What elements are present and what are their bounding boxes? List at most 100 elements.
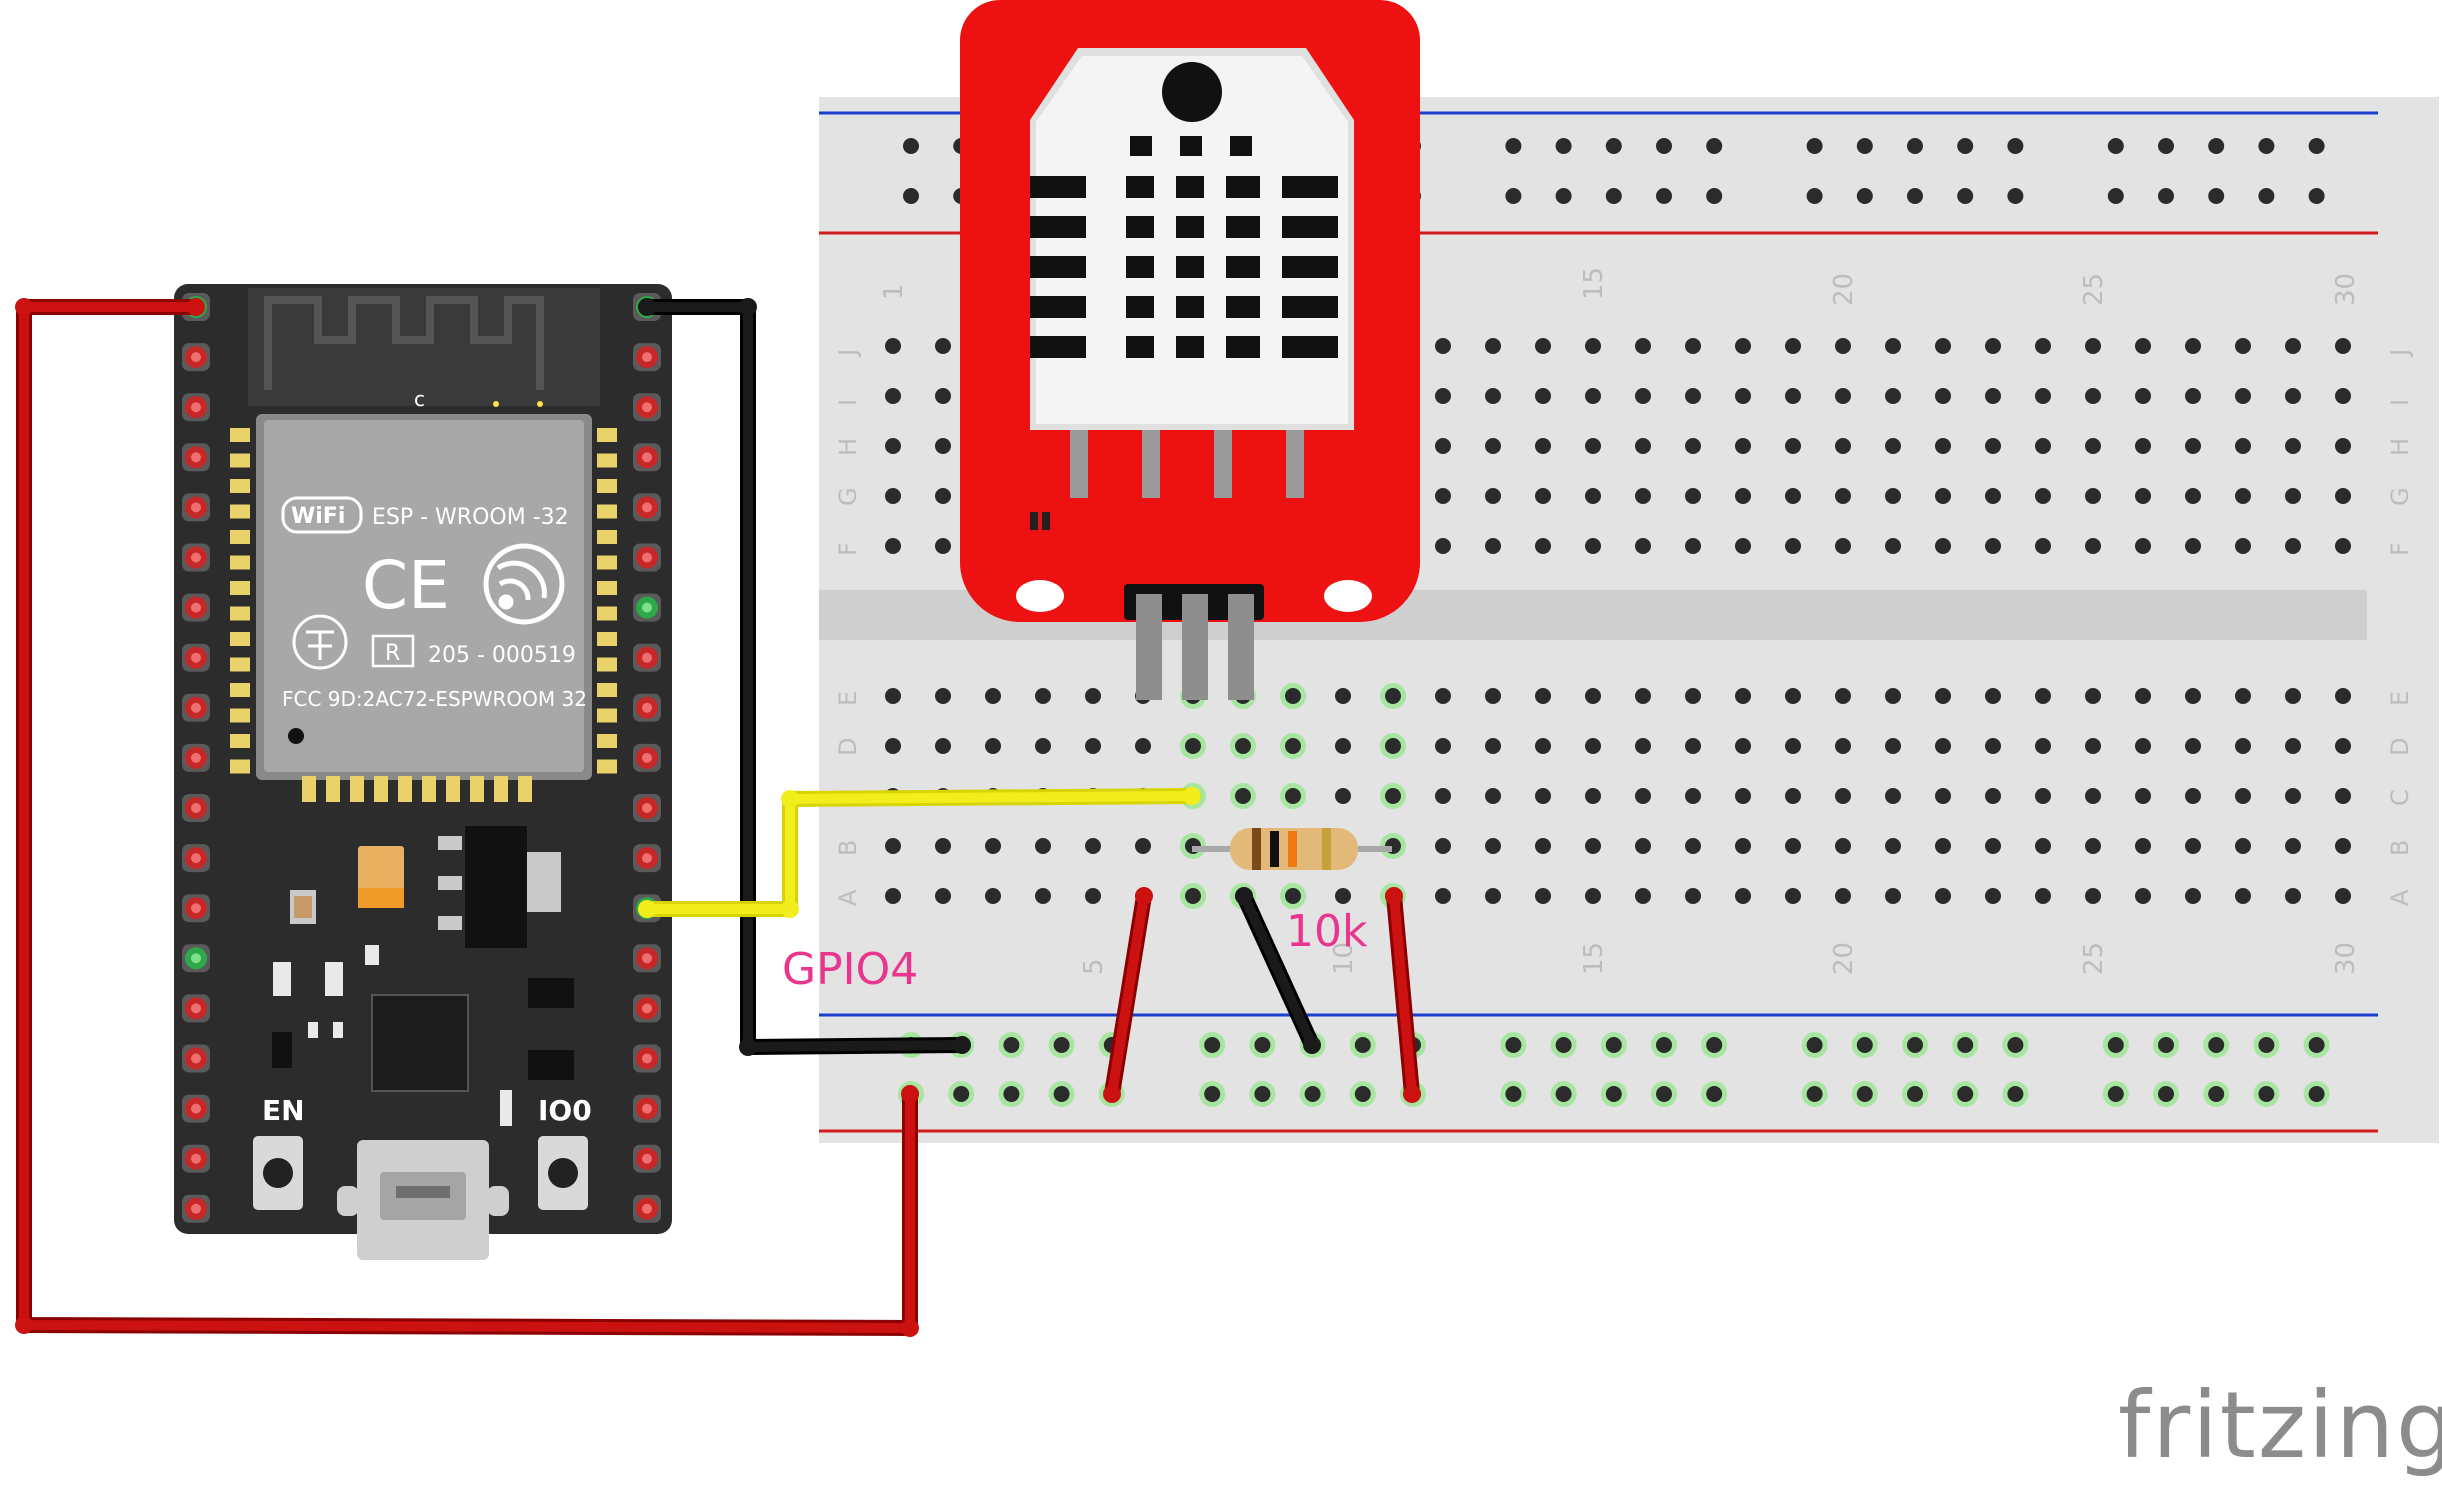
- module-name: ESP - WROOM -32: [372, 505, 569, 530]
- wire-endpoint: [15, 298, 33, 316]
- breadboard-hole: [1806, 188, 1823, 204]
- breadboard-hole: [1985, 838, 2001, 854]
- breadboard-hole: [2185, 488, 2201, 504]
- breadboard-hole: [2335, 738, 2351, 754]
- header-pin-hole: [191, 502, 201, 513]
- header-pin-hole: [191, 853, 201, 864]
- breadboard-hole: [2308, 1086, 2325, 1102]
- breadboard-hole: [2235, 838, 2251, 854]
- breadboard-hole: [1935, 338, 1951, 354]
- breadboard-hole: [1835, 838, 1851, 854]
- header-pin-hole: [642, 552, 652, 563]
- row-letter: D: [2386, 738, 2414, 756]
- breadboard-hole: [1935, 438, 1951, 454]
- breadboard-hole: [1235, 788, 1251, 804]
- castellation-pad: [518, 776, 532, 802]
- breadboard-hole: [1335, 788, 1351, 804]
- wire-sensor-vcc: [1107, 891, 1149, 1099]
- header-pin-hole: [642, 402, 652, 413]
- vent-slot: [1126, 176, 1154, 198]
- breadboard-hole: [885, 438, 901, 454]
- esp32-devkit: c WiFi ESP - WROOM -32 CE R 205 - 000519…: [174, 284, 672, 1260]
- breadboard-hole: [2158, 188, 2174, 204]
- fritzing-watermark: fritzing: [2118, 1372, 2442, 1479]
- breadboard-hole: [985, 838, 1001, 854]
- breadboard-hole: [1204, 1086, 1221, 1102]
- breadboard-hole: [1685, 838, 1701, 854]
- header-pin-hole: [191, 452, 201, 463]
- wire-data-gpio4: [642, 791, 1197, 914]
- breadboard-hole: [1885, 738, 1901, 754]
- breadboard-hole: [1935, 488, 1951, 504]
- column-number: 20: [1829, 942, 1859, 975]
- header-pin-hole: [191, 1153, 201, 1164]
- breadboard-hole: [1907, 188, 1923, 204]
- header-pin-hole: [191, 1203, 201, 1214]
- vent-slot: [1030, 256, 1086, 278]
- breadboard-hole: [1085, 888, 1101, 904]
- wifi-logo-text: WiFi: [291, 504, 345, 529]
- smd-pad: [438, 836, 462, 850]
- breadboard-hole: [1235, 738, 1251, 754]
- breadboard-hole: [1785, 438, 1801, 454]
- smd-cap: [273, 962, 291, 996]
- breadboard-hole: [1785, 488, 1801, 504]
- resistor-10k: [1192, 828, 1392, 870]
- breadboard-hole: [1204, 1037, 1221, 1053]
- io0-button-cap[interactable]: [548, 1158, 578, 1188]
- breadboard-hole: [1935, 688, 1951, 704]
- header-pin-hole: [191, 702, 201, 713]
- breadboard-hole: [1985, 538, 2001, 554]
- vent-slot: [1176, 336, 1204, 358]
- breadboard-hole: [2235, 538, 2251, 554]
- breadboard-hole: [1735, 788, 1751, 804]
- breadboard-hole: [1985, 438, 2001, 454]
- breadboard-hole: [1885, 338, 1901, 354]
- vent-slot: [1282, 216, 1338, 238]
- antenna-mark: c: [414, 387, 425, 411]
- tantalum-cap-band: [358, 888, 404, 908]
- breadboard-hole: [1835, 438, 1851, 454]
- sensor-leg: [1214, 430, 1232, 498]
- tantalum-cap: [358, 846, 404, 890]
- breadboard-hole: [1957, 1037, 1974, 1053]
- breadboard-hole: [2007, 1037, 2024, 1053]
- sensor-leg: [1286, 430, 1304, 498]
- row-letter: G: [834, 487, 862, 506]
- breadboard-hole: [2135, 338, 2151, 354]
- breadboard-hole: [1435, 488, 1451, 504]
- castellation-pad: [597, 734, 617, 748]
- breadboard-hole: [2035, 338, 2051, 354]
- breadboard-hole: [1856, 1037, 1873, 1053]
- wire-ground: [642, 302, 967, 1052]
- wire-endpoint: [901, 1319, 919, 1337]
- breadboard-hole: [2107, 1037, 2124, 1053]
- breadboard-hole: [2158, 1086, 2174, 1102]
- breadboard-hole: [885, 488, 901, 504]
- wire-endpoint: [15, 1316, 33, 1334]
- breadboard-hole: [1085, 838, 1101, 854]
- breadboard-hole: [2035, 488, 2051, 504]
- sensor-pin-gnd: [1228, 594, 1254, 700]
- breadboard-hole: [2085, 738, 2101, 754]
- breadboard-hole: [2335, 838, 2351, 854]
- breadboard-hole: [1685, 538, 1701, 554]
- wifi-logo-badge: [281, 496, 363, 534]
- breadboard-hole: [2335, 688, 2351, 704]
- breadboard-hole: [1354, 1037, 1371, 1053]
- vent-slot: [1176, 176, 1204, 198]
- breadboard-hole: [1985, 738, 2001, 754]
- breadboard-hole: [2258, 188, 2275, 204]
- row-letter: I: [834, 399, 862, 406]
- en-button-cap[interactable]: [263, 1158, 293, 1188]
- sensor-leg: [1142, 430, 1160, 498]
- breadboard-hole: [1835, 388, 1851, 404]
- castellation-pad: [230, 555, 250, 570]
- en-label: EN: [262, 1094, 305, 1127]
- breadboard-hole: [1555, 138, 1572, 154]
- header-pin-hole: [191, 352, 201, 363]
- breadboard-hole: [1656, 138, 1672, 154]
- breadboard-hole: [2258, 1037, 2275, 1053]
- breadboard-hole: [1485, 688, 1501, 704]
- breadboard-hole: [1435, 888, 1451, 904]
